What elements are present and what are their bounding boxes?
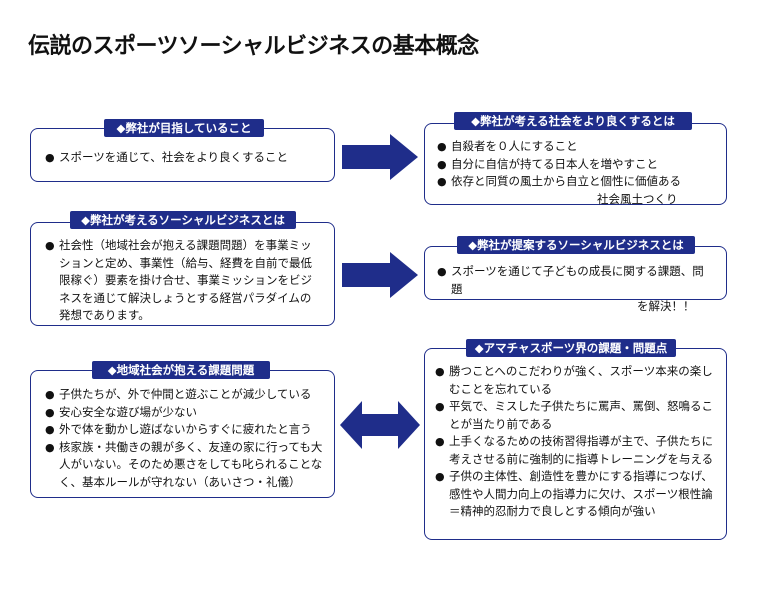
list-item: ● 社会性（地域社会が抱える課題問題）を事業ミッションと定め、事業性（給与、経費… <box>45 237 322 325</box>
bullet-icon: ● <box>437 140 447 153</box>
list-item: ● スポーツを通じて子どもの成長に関する課題、問題 <box>437 263 714 298</box>
item-tail: を解決！！ <box>637 299 695 313</box>
item-text: 依存と同質の風土から自立と個性に価値ある <box>451 174 681 188</box>
amateur-sports-label: ◆アマチャスポーツ界の課題・問題点 <box>466 339 676 357</box>
bullet-icon: ● <box>437 157 447 171</box>
item-text: スポーツを通じて、社会をより良くすること <box>59 150 288 164</box>
right-arrow-icon <box>342 134 418 180</box>
item-text: 安心安全な遊び場が少ない <box>59 404 197 419</box>
list-item: ● 自分に自信が持てる日本人を増やすこと <box>437 156 718 174</box>
community-issues-label: ◆地域社会が抱える課題問題 <box>92 361 270 379</box>
community-issues-box: ● 子供たちが、外で仲間と遊ぶことが減少している ● 安心安全な遊び場が少ない … <box>30 370 335 498</box>
item-text: スポーツを通じて子どもの成長に関する課題、問題 <box>451 264 704 296</box>
mission-label: ◆弊社が目指していること <box>104 119 264 137</box>
list-item: ● 核家族・共働きの親が多く、友達の家に行っても大人がいない。そのため悪さをして… <box>45 439 326 492</box>
page-title: 伝説のスポーツソーシャルビジネスの基本概念 <box>28 34 479 59</box>
social-business-label: ◆弊社が考えるソーシャルビジネスとは <box>70 211 296 229</box>
bullet-icon: ● <box>45 440 55 454</box>
item-tail: 社会風土つくり <box>597 191 678 206</box>
item-text: 自殺者を０人にすること <box>451 139 578 153</box>
bullet-icon: ● <box>45 388 55 401</box>
item-text: 自分に自信が持てる日本人を増やすこと <box>451 156 658 171</box>
list-item: ● 安心安全な遊び場が少ない <box>45 404 326 422</box>
bullet-icon: ● <box>437 265 447 278</box>
bullet-icon: ● <box>45 151 55 164</box>
bullet-icon: ● <box>435 470 445 483</box>
list-item: ● 自殺者を０人にすること <box>437 138 718 156</box>
bullet-icon: ● <box>45 423 55 436</box>
list-item: ● スポーツを通じて、社会をより良くすること <box>45 149 324 167</box>
list-item: ● 勝つことへのこだわりが強く、スポーツ本来の楽しむことを忘れている <box>435 363 718 398</box>
bullet-icon: ● <box>45 405 55 419</box>
amateur-sports-box: ● 勝つことへのこだわりが強く、スポーツ本来の楽しむことを忘れている ● 平気で… <box>424 348 727 540</box>
list-item: ● 平気で、ミスした子供たちに罵声、罵倒、怒鳴ることが当たり前である <box>435 398 718 433</box>
list-item: ● 依存と同質の風土から自立と個性に価値ある <box>437 173 718 191</box>
item-text: 核家族・共働きの親が多く、友達の家に行っても大人がいない。そのため悪さをしても叱… <box>59 439 323 489</box>
list-item: ● 外で体を動かし遊ばないからすぐに疲れたと言う <box>45 421 326 439</box>
item-text: 子供たちが、外で仲間と遊ぶことが減少している <box>59 387 312 401</box>
item-text: 上手くなるための技術習得指導が主で、子供たちに考えさせる前に強制的に指導トレーニ… <box>449 434 714 466</box>
better-society-label: ◆弊社が考える社会をより良くするとは <box>454 112 692 130</box>
proposal-box: ● スポーツを通じて子どもの成長に関する課題、問題 を解決！！ <box>424 246 727 313</box>
proposal-label: ◆弊社が提案するソーシャルビジネスとは <box>457 236 695 254</box>
bullet-icon: ● <box>45 239 55 252</box>
bullet-icon: ● <box>437 175 447 188</box>
item-text: 勝つことへのこだわりが強く、スポーツ本来の楽しむことを忘れている <box>449 364 713 396</box>
bullet-icon: ● <box>435 365 445 378</box>
social-business-box: ● 社会性（地域社会が抱える課題問題）を事業ミッションと定め、事業性（給与、経費… <box>30 222 335 326</box>
list-item: ● 上手くなるための技術習得指導が主で、子供たちに考えさせる前に強制的に指導トレ… <box>435 433 718 468</box>
list-item: ● 子供たちが、外で仲間と遊ぶことが減少している <box>45 386 326 404</box>
bullet-icon: ● <box>435 435 445 448</box>
right-arrow-icon <box>342 252 418 298</box>
better-society-box: ● 自殺者を０人にすること ● 自分に自信が持てる日本人を増やすこと ● 依存と… <box>424 123 727 206</box>
bullet-icon: ● <box>435 400 445 413</box>
item-text: 社会性（地域社会が抱える課題問題）を事業ミッションと定め、事業性（給与、経費を自… <box>59 238 312 322</box>
double-arrow-icon <box>340 401 420 449</box>
mission-box: ● スポーツを通じて、社会をより良くすること <box>30 128 335 182</box>
list-item: ● 子供の主体性、創造性を豊かにする指導につなげ、感性や人間力向上の指導力に欠け… <box>435 468 718 521</box>
item-text: 外で体を動かし遊ばないからすぐに疲れたと言う <box>59 422 312 436</box>
item-text: 子供の主体性、創造性を豊かにする指導につなげ、感性や人間力向上の指導力に欠け、ス… <box>449 469 713 518</box>
item-text: 平気で、ミスした子供たちに罵声、罵倒、怒鳴ることが当たり前である <box>449 399 714 431</box>
